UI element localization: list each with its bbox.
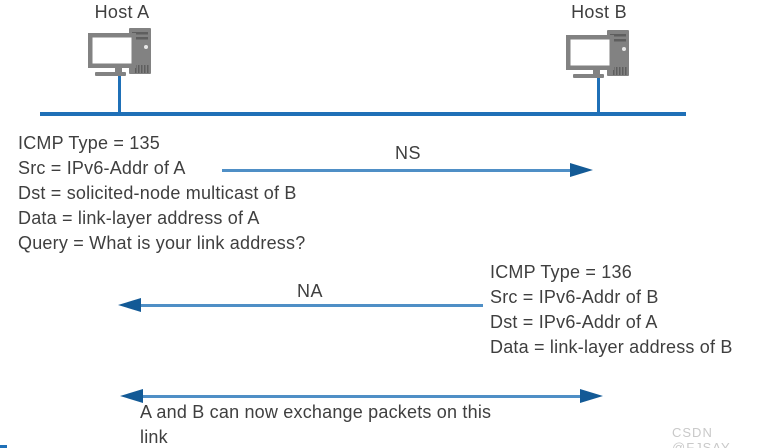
ns-details: ICMP Type = 135 Src = IPv6-Addr of A Dst… (18, 131, 305, 256)
na-detail-line: Dst = IPv6-Addr of A (490, 312, 658, 332)
ns-detail-line: Dst = solicited-node multicast of B (18, 183, 297, 203)
na-arrow-line (139, 304, 483, 307)
na-detail-line: Data = link-layer address of B (490, 337, 733, 357)
na-details: ICMP Type = 136 Src = IPv6-Addr of B Dst… (490, 260, 733, 360)
exchange-note: A and B can now exchange packets on this… (140, 400, 491, 448)
desktop-computer-icon (566, 30, 629, 78)
exchange-right-arrowhead-icon (580, 389, 603, 403)
ns-detail-line: Data = link-layer address of A (18, 208, 260, 228)
host-a-label: Host A (94, 2, 150, 22)
exchange-note-line: A and B can now exchange packets on this (140, 402, 492, 422)
watermark: CSDN @FJSAY (672, 425, 731, 448)
ns-label: NS (394, 143, 421, 163)
host-a-drop-line (118, 68, 121, 116)
ns-detail-line: Src = IPv6-Addr of A (18, 158, 186, 178)
ns-arrow-line (222, 169, 574, 172)
na-detail-line: Src = IPv6-Addr of B (490, 287, 659, 307)
desktop-computer-icon (88, 28, 151, 76)
computer-icon (88, 28, 152, 83)
network-bus-line (40, 112, 686, 116)
ns-arrowhead-icon (570, 163, 593, 177)
na-label: NA (296, 281, 323, 301)
host-b-drop-line (597, 70, 600, 116)
na-detail-line: ICMP Type = 136 (490, 262, 632, 282)
stray-mark (0, 445, 7, 448)
na-arrowhead-icon (118, 298, 141, 312)
computer-icon (566, 30, 630, 85)
exchange-arrow-line (139, 395, 582, 398)
exchange-left-arrowhead-icon (120, 389, 143, 403)
ns-detail-line: ICMP Type = 135 (18, 133, 160, 153)
host-b-label: Host B (571, 2, 627, 22)
ns-detail-line: Query = What is your link address? (18, 233, 306, 253)
exchange-note-line: link (140, 427, 168, 447)
